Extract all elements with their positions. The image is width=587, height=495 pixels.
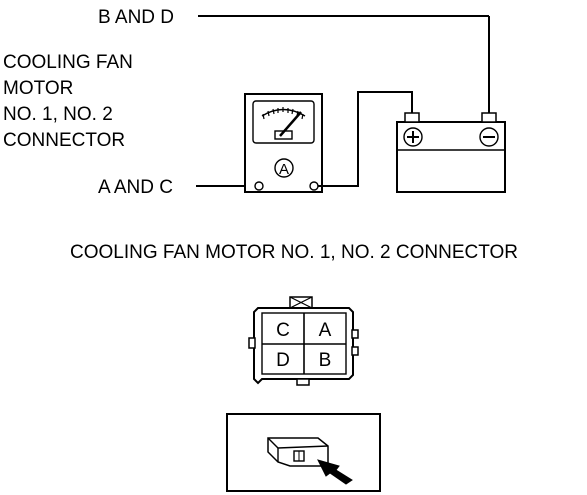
pin-label-a: A <box>319 320 332 341</box>
ammeter-symbol: A <box>279 161 289 178</box>
ammeter-display <box>252 100 315 144</box>
connector-title: COOLING FAN MOTOR NO. 1, NO. 2 CONNECTOR <box>70 242 518 263</box>
minus-terminal-icon <box>479 127 499 147</box>
pin-label-b: B <box>319 350 332 371</box>
connector-tab-right-bottom <box>351 346 359 356</box>
battery-body <box>396 121 506 193</box>
pin-label-d: D <box>276 350 290 371</box>
connector-view-arrow-icon <box>267 437 353 485</box>
ammeter-needle <box>279 111 302 137</box>
side-title-line-3: NO. 1, NO. 2 <box>3 104 113 125</box>
connector-tab-bottom <box>296 378 310 386</box>
ammeter-needle-base <box>274 130 293 140</box>
side-title-line-1: COOLING FAN <box>3 52 133 73</box>
pin-label-c: C <box>276 320 290 341</box>
connector-view-box <box>226 413 381 492</box>
connector-tab-right-top <box>351 329 359 339</box>
ammeter-symbol-circle <box>274 158 294 178</box>
plus-terminal-icon <box>403 127 423 147</box>
ammeter: A <box>244 93 323 193</box>
connector-tab-left <box>248 337 256 349</box>
battery-negative-post <box>481 112 497 123</box>
battery <box>396 112 506 193</box>
side-title-line-2: MOTOR <box>3 78 73 99</box>
label-a-and-c: A AND C <box>98 177 173 198</box>
side-title-line-4: CONNECTOR <box>3 130 125 151</box>
ammeter-terminal-left <box>254 181 264 191</box>
side-title: COOLING FAN MOTOR NO. 1, NO. 2 CONNECTOR <box>3 52 133 151</box>
battery-positive-post <box>404 112 420 123</box>
label-b-and-d: B AND D <box>98 7 174 28</box>
wire-ammeter-to-positive <box>318 91 413 187</box>
connector-face: C A D B <box>248 296 359 386</box>
